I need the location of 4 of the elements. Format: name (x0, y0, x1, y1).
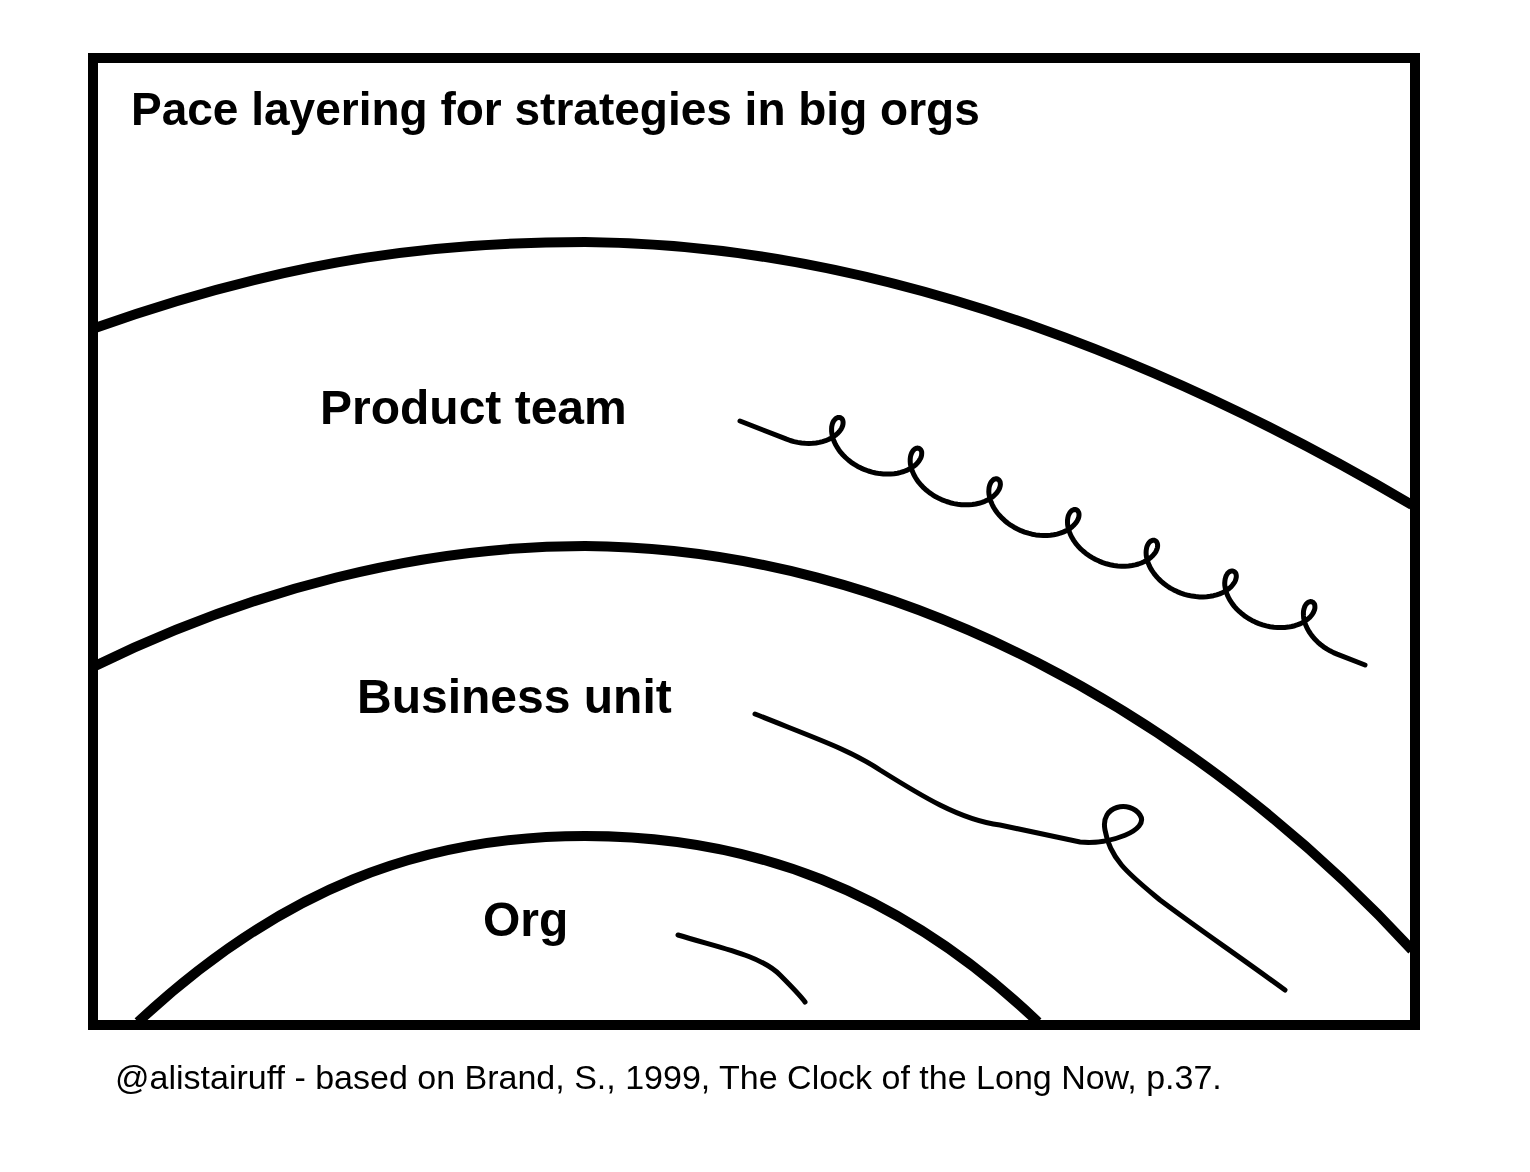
layer-label: Org (483, 896, 569, 944)
layer-label: Business unit (357, 673, 672, 721)
layer-label: Product team (320, 384, 627, 432)
caption: @alistairuff - based on Brand, S., 1999, The Clock of the Long Now, p.37. (115, 1060, 1222, 1094)
